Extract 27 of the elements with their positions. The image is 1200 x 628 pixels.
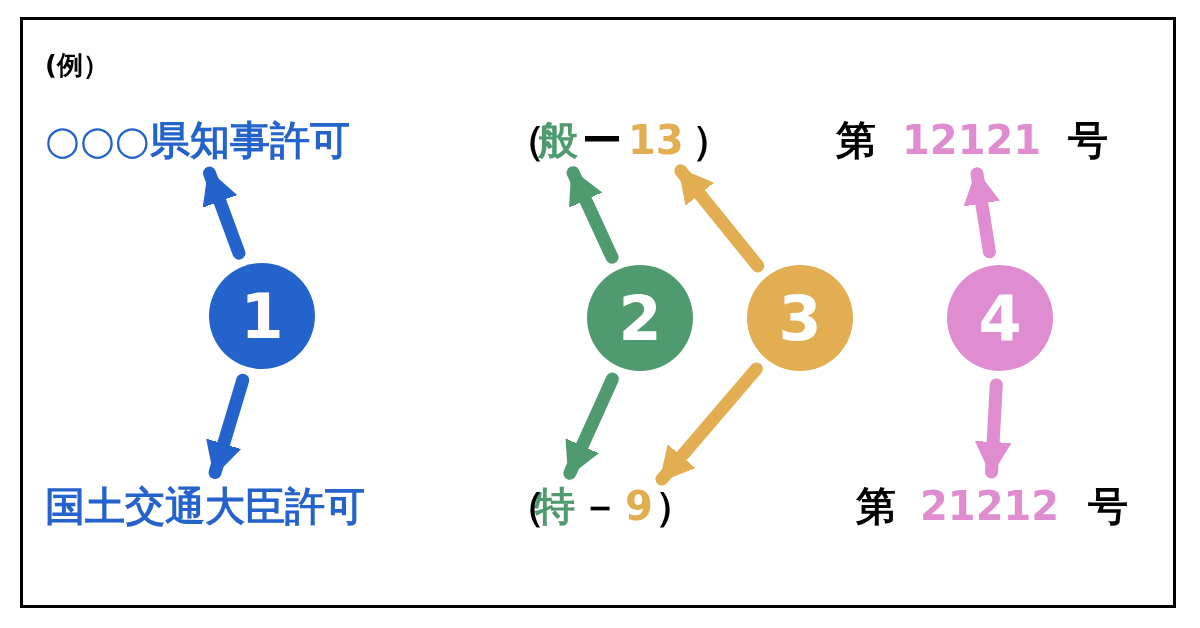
arrow (563, 372, 619, 480)
bracket-text: ） (655, 486, 695, 526)
arrow (206, 373, 250, 480)
year-number: 13 (628, 120, 684, 160)
arrow (202, 166, 246, 260)
prefix-text: 第 (836, 120, 876, 160)
arrow (566, 166, 619, 264)
number-circle: 4 (947, 265, 1053, 371)
arrow (655, 362, 763, 486)
number-circle: 3 (747, 265, 853, 371)
number-circle: 1 (209, 263, 315, 369)
permit-text: 国土交通大臣許可 (45, 486, 365, 526)
arrow (975, 378, 1012, 479)
example-label: (例） (45, 52, 109, 78)
arrow (674, 164, 765, 273)
year-number: 9 (625, 486, 653, 526)
bracket-text: ） (692, 120, 732, 160)
dash-text: ー (582, 120, 622, 160)
arrow (963, 167, 1000, 259)
permit-number: 12121 (902, 120, 1042, 160)
suffix-text: 号 (1088, 486, 1128, 526)
dash-text: － (580, 486, 620, 526)
prefix-text: 第 (856, 486, 896, 526)
suffix-text: 号 (1068, 120, 1108, 160)
permit-number: 21212 (920, 486, 1060, 526)
number-circle: 2 (587, 265, 693, 371)
permit-text: ○○○県知事許可 (45, 120, 350, 160)
